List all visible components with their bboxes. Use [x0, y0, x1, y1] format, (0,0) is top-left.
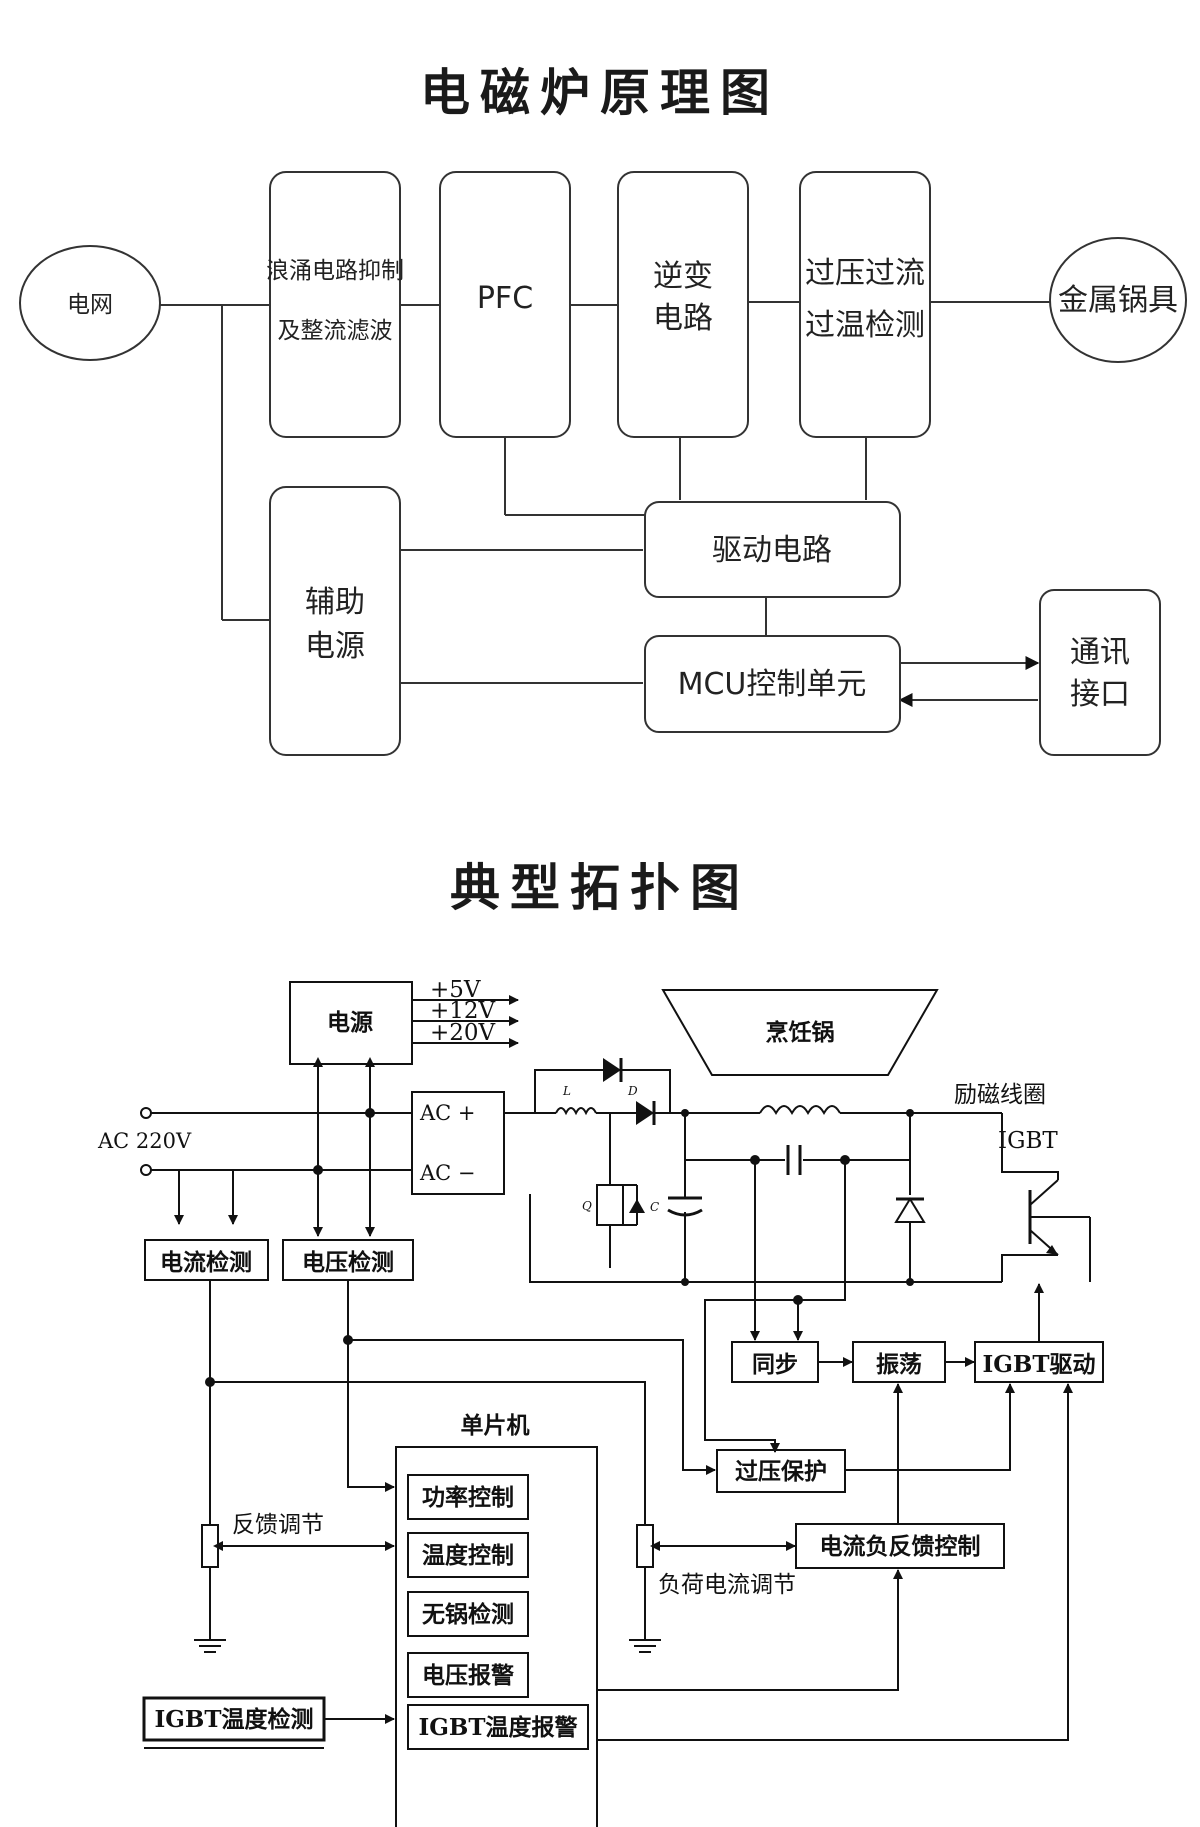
block-diagram-title: 电磁炉原理图 — [420, 64, 780, 122]
mcu-item-voltage-alarm — [407, 1652, 529, 1698]
svg-text:温度控制: 温度控制 — [422, 1542, 514, 1569]
current-detect-label: 电流检测 — [160, 1249, 252, 1276]
svg-text:功率控制: 功率控制 — [422, 1484, 514, 1511]
svg-text:无锅检测: 无锅检测 — [422, 1601, 514, 1628]
oscillator-label: 振荡 — [876, 1351, 922, 1378]
cookware-label: 金属锅具 — [1058, 283, 1178, 318]
protection-label-2: 过温检测 — [805, 308, 925, 343]
feedback-pot — [201, 1524, 219, 1568]
power-supply-block — [289, 981, 413, 1065]
inductor-L — [555, 1107, 597, 1116]
inverter-block — [617, 171, 749, 438]
ac-terminal-2 — [140, 1164, 152, 1176]
igbt-label: IGBT — [998, 1128, 1058, 1154]
protection-label-1: 过压过流 — [805, 256, 925, 291]
block-diagram-wires — [160, 301, 1050, 707]
cooking-pot — [661, 989, 939, 1076]
protection-block — [799, 171, 931, 438]
rail-20v: +20V — [430, 1020, 496, 1046]
svg-text:L: L — [562, 1084, 571, 1098]
ac-minus-label: AC − — [419, 1161, 476, 1185]
cooking-pot-label: 烹饪锅 — [766, 1019, 835, 1046]
topology-title: 典型拓扑图 — [450, 859, 750, 917]
aux-label-1: 辅助 — [305, 585, 365, 620]
mcu-block — [644, 635, 901, 733]
mcu-item-no-pan — [407, 1591, 529, 1637]
svg-text:IGBT温度报警: IGBT温度报警 — [419, 1714, 578, 1741]
mcu-item-power — [407, 1474, 529, 1520]
driver-block — [644, 501, 901, 598]
sync-label: 同步 — [752, 1351, 798, 1378]
mcu-box — [395, 1446, 598, 1827]
excitation-coil — [759, 1105, 841, 1116]
mcu-item-temp — [407, 1532, 529, 1578]
aux-label-2: 电源 — [305, 629, 365, 664]
mcu-label: MCU控制单元 — [678, 667, 867, 702]
surge-filter-block — [269, 171, 401, 438]
svg-text:电压报警: 电压报警 — [422, 1662, 514, 1689]
switch-Q — [596, 1184, 624, 1226]
inverter-label-1: 逆变 — [653, 259, 713, 294]
grid-node — [19, 245, 161, 361]
comm-block — [1039, 589, 1161, 756]
pfc-label: PFC — [477, 281, 533, 316]
cookware-node — [1049, 237, 1187, 363]
grid-label: 电网 — [67, 292, 113, 318]
ac-terminal-1 — [140, 1107, 152, 1119]
load-pot — [636, 1524, 654, 1568]
topology-diagram: 典型拓扑图 电源 +5V +12V +20V AC 220V AC + AC −… — [97, 859, 1104, 1827]
rail-5v: +5V — [430, 977, 481, 1003]
svg-text:Q: Q — [582, 1199, 592, 1213]
current-detect-box — [144, 1239, 269, 1281]
ovp-label: 过压保护 — [735, 1458, 827, 1485]
comm-label-1: 通讯 — [1070, 635, 1130, 670]
neg-feedback-box — [795, 1523, 1005, 1569]
ac-plus-label: AC + — [419, 1101, 476, 1125]
coil-label: 励磁线圈 — [954, 1082, 1046, 1108]
load-adjust-label: 负荷电流调节 — [658, 1572, 796, 1598]
freewheel-diode — [894, 1197, 926, 1223]
igbt-drive-label: IGBT驱动 — [983, 1351, 1096, 1378]
svg-text:C: C — [650, 1200, 659, 1214]
surge-label-1: 浪涌电路抑制 — [266, 258, 404, 284]
diode-D — [636, 1101, 654, 1125]
bridge-rectifier — [411, 1091, 505, 1195]
svg-text:D: D — [627, 1084, 638, 1098]
pfc-block — [439, 171, 571, 438]
surge-label-2: 及整流滤波 — [278, 318, 393, 344]
mcu-item-igbt-temp-alarm — [407, 1704, 589, 1750]
igbt-temp-detect-label: IGBT温度检测 — [155, 1706, 314, 1733]
voltage-detect-label: 电压检测 — [302, 1249, 394, 1276]
mcu-title: 单片机 — [461, 1412, 530, 1439]
aux-power-block — [269, 486, 401, 756]
diode-top — [603, 1058, 621, 1082]
power-supply-label: 电源 — [327, 1009, 373, 1036]
driver-label: 驱动电路 — [712, 533, 832, 568]
comm-label-2: 接口 — [1070, 677, 1130, 712]
feedback-label: 反馈调节 — [232, 1512, 324, 1538]
ac-input-label: AC 220V — [97, 1129, 192, 1153]
rail-12v: +12V — [430, 998, 496, 1024]
inverter-label-2: 电路 — [653, 301, 713, 336]
neg-feedback-label: 电流负反馈控制 — [820, 1533, 981, 1560]
block-diagram: 电磁炉原理图 电网 浪涌电路抑制 及整流滤波 PFC 逆 — [19, 64, 1187, 756]
